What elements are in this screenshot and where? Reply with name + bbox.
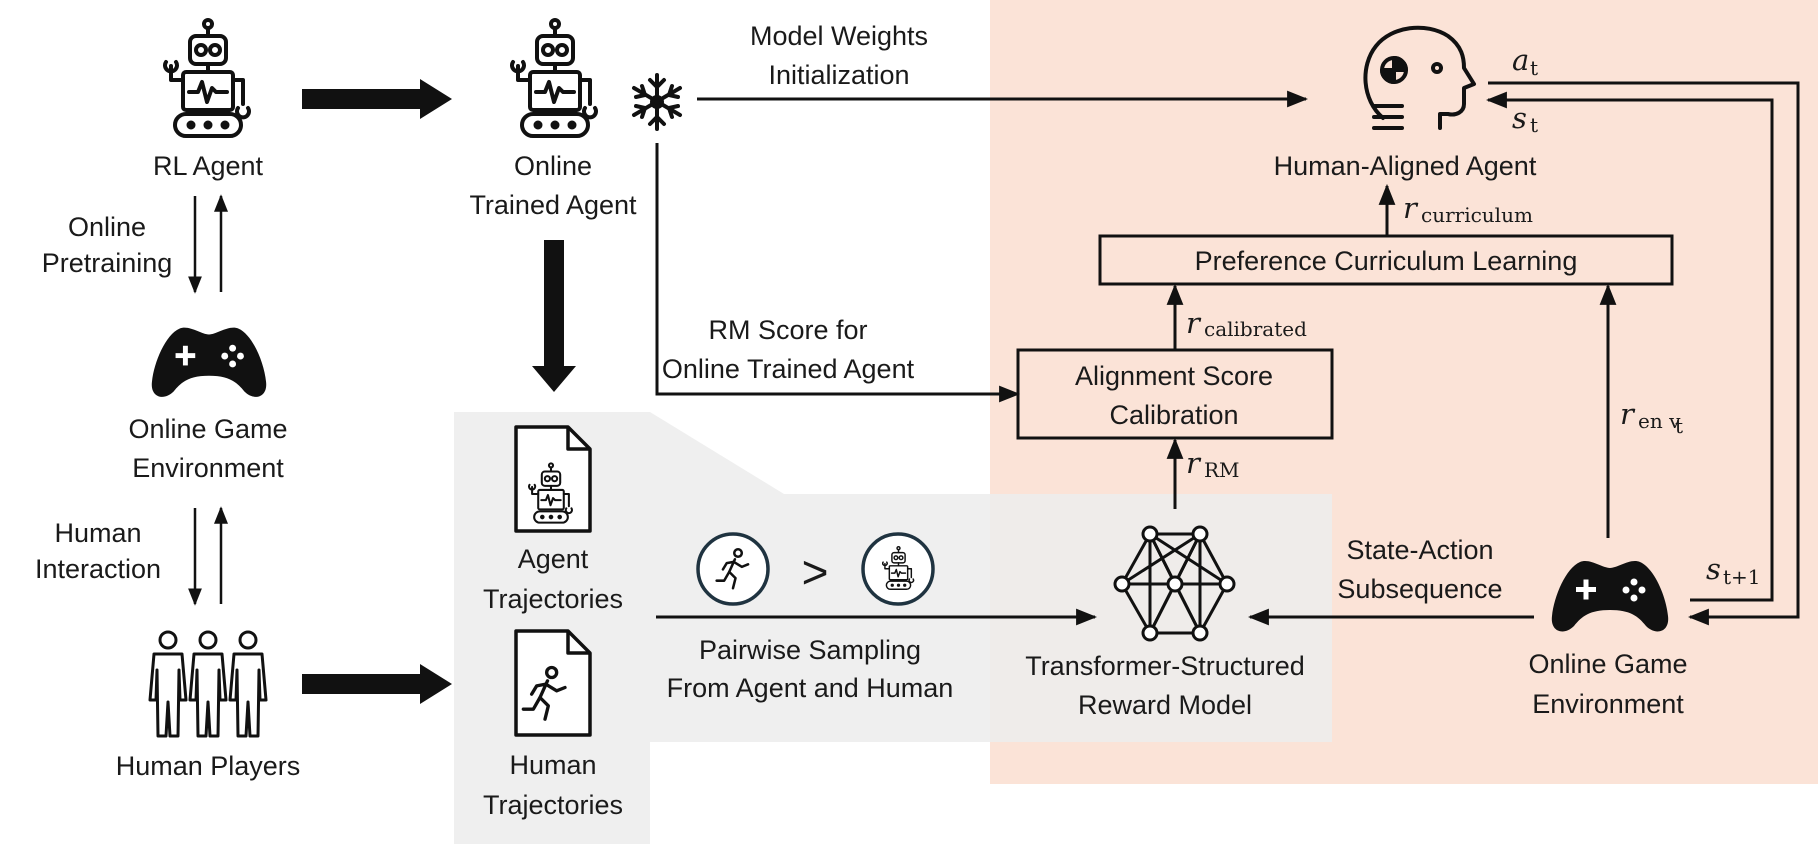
agent-trajectories-label-2: Trajectories xyxy=(483,584,623,614)
comparison-symbol: > xyxy=(802,546,829,598)
svg-text:r: r xyxy=(1186,306,1202,340)
rm-score-label-2: Online Trained Agent xyxy=(662,354,915,384)
svg-text:en v: en v xyxy=(1638,409,1681,433)
pairwise-sampling-label-1: Pairwise Sampling xyxy=(699,635,921,665)
right-game-env-label-1: Online Game xyxy=(1528,649,1687,679)
action-loop-arrow xyxy=(1488,81,1800,626)
svg-text:t: t xyxy=(1530,113,1538,137)
human-aligned-head-icon xyxy=(1363,25,1476,130)
s-t1-label: s t+1 xyxy=(1706,552,1761,589)
snowflake-icon xyxy=(632,73,682,131)
players-to-trajectories-thick-arrow xyxy=(302,664,452,704)
svg-text:t+1: t+1 xyxy=(1723,565,1761,589)
online-trained-agent-label-2: Trained Agent xyxy=(469,190,637,220)
pairwise-sampling-label-2: From Agent and Human xyxy=(667,673,954,703)
svg-text:r: r xyxy=(1620,397,1636,431)
model-weights-label-1: Model Weights xyxy=(750,21,928,51)
r-env-label: r en v t xyxy=(1620,397,1683,438)
left-gamepad-icon xyxy=(151,327,267,397)
human-players-label: Human Players xyxy=(116,751,301,781)
agent-trajectories-label-1: Agent xyxy=(518,544,589,574)
online-pretraining-label-2: Pretraining xyxy=(42,248,173,278)
r-calibrated-label: r calibrated xyxy=(1186,306,1307,341)
reward-model-label-1: Transformer-Structured xyxy=(1025,651,1305,681)
alignment-calibration-label-1: Alignment Score xyxy=(1075,361,1273,391)
left-game-env-label-2: Environment xyxy=(132,453,284,483)
right-game-env-label-2: Environment xyxy=(1532,689,1684,719)
human-trajectories-label-2: Trajectories xyxy=(483,790,623,820)
online-trained-robot-icon xyxy=(510,18,598,138)
svg-text:t: t xyxy=(1530,56,1538,80)
human-interaction-label-2: Interaction xyxy=(35,554,161,584)
model-weights-label-2: Initialization xyxy=(768,60,909,90)
svg-text:RM: RM xyxy=(1204,458,1240,482)
rl-agent-label: RL Agent xyxy=(153,151,264,181)
svg-text:s: s xyxy=(1512,101,1527,135)
human-runner-circle-icon xyxy=(696,532,770,606)
svg-text:a: a xyxy=(1512,43,1529,77)
online-to-trajectories-thick-arrow xyxy=(532,240,576,392)
human-interaction-label-1: Human xyxy=(54,518,141,548)
online-pretraining-label-1: Online xyxy=(68,212,146,242)
state-loop-arrow xyxy=(1485,91,1774,602)
s-t-label: s t xyxy=(1512,101,1538,137)
human-trajectory-document-icon xyxy=(514,629,592,737)
svg-text:r: r xyxy=(1186,446,1202,480)
left-game-env-label-1: Online Game xyxy=(128,414,287,444)
agent-robot-circle-icon xyxy=(861,532,935,606)
state-action-label-2: Subsequence xyxy=(1337,574,1502,604)
svg-text:s: s xyxy=(1706,552,1721,586)
rm-score-label-1: RM Score for xyxy=(708,315,867,345)
reward-model-label-2: Reward Model xyxy=(1078,690,1252,720)
r-rm-label: r RM xyxy=(1186,446,1240,482)
human-aligned-agent-label: Human-Aligned Agent xyxy=(1274,151,1537,181)
svg-text:curriculum: curriculum xyxy=(1421,203,1533,227)
r-curriculum-label: r curriculum xyxy=(1403,191,1533,227)
state-action-label-1: State-Action xyxy=(1346,535,1493,565)
rl-agent-robot-icon xyxy=(163,18,251,138)
agent-to-online-thick-arrow xyxy=(302,79,452,119)
svg-text:r: r xyxy=(1403,191,1419,225)
alignment-calibration-label-2: Calibration xyxy=(1109,400,1238,430)
human-players-icon xyxy=(148,630,268,738)
preference-curriculum-box xyxy=(1098,234,1674,286)
sampling-panel xyxy=(454,412,1332,844)
rm-score-arrow xyxy=(655,143,1021,403)
a-t-label: a t xyxy=(1512,43,1538,80)
preference-curriculum-label: Preference Curriculum Learning xyxy=(1195,246,1578,276)
svg-text:calibrated: calibrated xyxy=(1204,317,1307,341)
svg-text:t: t xyxy=(1675,414,1683,438)
online-trained-agent-label-1: Online xyxy=(514,151,592,181)
human-trajectories-label-1: Human xyxy=(509,750,596,780)
reward-model-network-icon xyxy=(1113,525,1236,642)
